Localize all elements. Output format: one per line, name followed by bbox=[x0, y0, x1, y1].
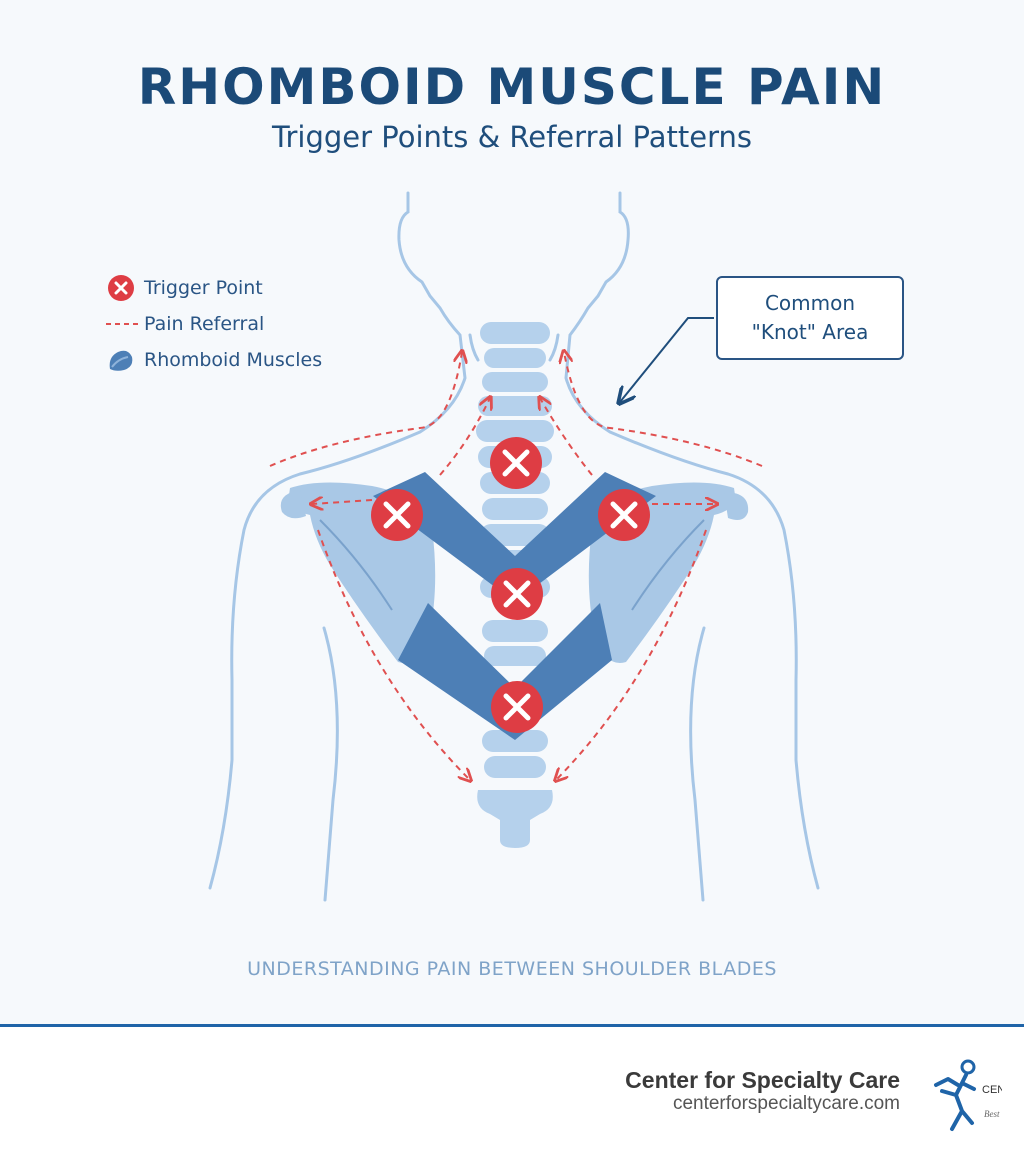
legend-item-pain-referral: Pain Referral bbox=[106, 306, 322, 342]
trigger-point-icon bbox=[106, 273, 144, 303]
legend-label: Rhomboid Muscles bbox=[144, 349, 323, 371]
anatomy-diagram bbox=[208, 191, 820, 902]
legend-label: Pain Referral bbox=[144, 313, 265, 335]
footer: Center for Specialty Care centerforspeci… bbox=[0, 1024, 1024, 1157]
rhomboid-muscles bbox=[373, 472, 656, 740]
logo-text: CEN bbox=[982, 1084, 1002, 1096]
body-outline bbox=[208, 191, 820, 902]
trigger-point-lower-spine bbox=[491, 681, 543, 733]
logo-subtext: Best bbox=[984, 1109, 1000, 1119]
trigger-point-right-shoulder bbox=[598, 489, 650, 541]
callout-line-1: Common bbox=[764, 291, 856, 315]
legend-item-trigger-point: Trigger Point bbox=[106, 270, 322, 306]
callout-pointer bbox=[620, 317, 714, 402]
runner-logo: CEN Best bbox=[922, 1055, 1005, 1135]
pain-referral-lines bbox=[269, 352, 763, 780]
rhomboid-muscle-icon bbox=[106, 345, 144, 375]
trigger-point-mid-spine bbox=[491, 568, 543, 620]
callout-line-2: "Knot" Area bbox=[751, 320, 869, 344]
page-title: RHOMBOID MUSCLE PAIN bbox=[137, 58, 887, 116]
brand-url-link[interactable]: centerforspecialtycare.com bbox=[672, 1093, 900, 1114]
legend-label: Trigger Point bbox=[144, 277, 263, 299]
trigger-point-upper-spine bbox=[490, 437, 542, 489]
knot-area-callout: Common "Knot" Area bbox=[716, 276, 904, 360]
pain-referral-line-icon bbox=[106, 309, 144, 339]
legend-item-rhomboid-muscles: Rhomboid Muscles bbox=[106, 342, 322, 378]
brand-name: Center for Specialty Care bbox=[625, 1067, 900, 1093]
page-subtitle: Trigger Points & Referral Patterns bbox=[272, 120, 752, 154]
diagram-caption: UNDERSTANDING PAIN BETWEEN SHOULDER BLAD… bbox=[247, 958, 777, 980]
legend: Trigger Point Pain Referral Rhomboid Mus… bbox=[106, 270, 322, 378]
trigger-point-left-shoulder bbox=[371, 489, 423, 541]
